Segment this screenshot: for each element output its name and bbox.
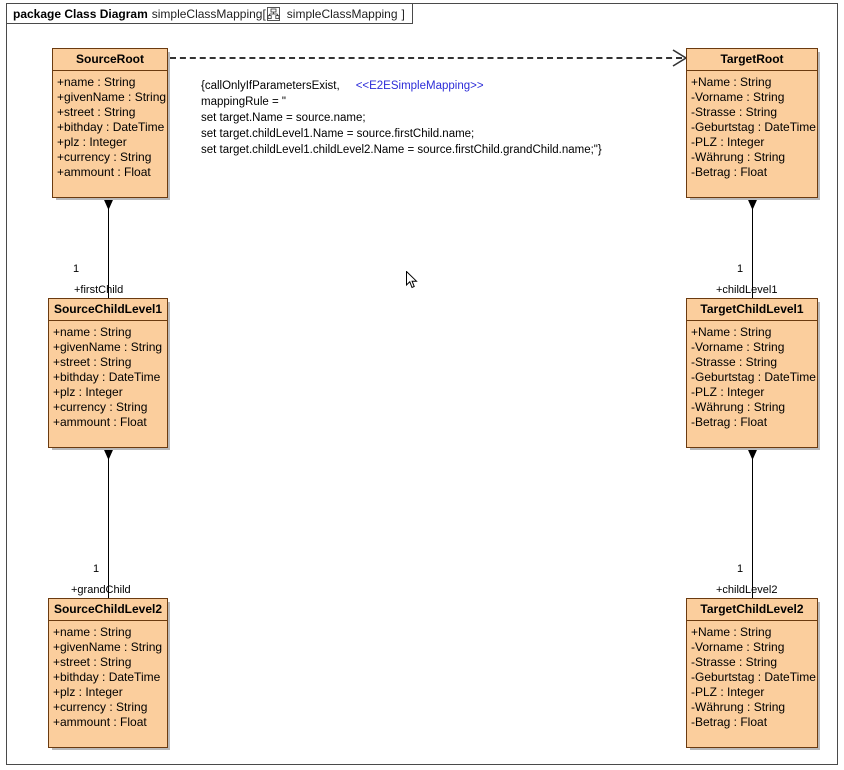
- class-attribute: -Vorname : String: [691, 90, 785, 104]
- note-line-5: set target.childLevel1.childLevel2.Name …: [201, 144, 602, 156]
- assoc-line-source-first-child: [108, 208, 109, 298]
- note-line-1: {callOnlyIfParametersExist, <<E2ESimpleMa…: [201, 78, 602, 94]
- role-label-target-child-level2: +childLevel2: [716, 584, 778, 596]
- class-attribute: +plz : Integer: [53, 385, 123, 399]
- class-attribute: -Strasse : String: [691, 105, 778, 119]
- class-attributes-target-child-level1: +Name : String -Vorname : String -Strass…: [687, 321, 817, 434]
- composition-diamond-target-child-level1: [748, 446, 757, 460]
- class-attributes-source-child-level1: +name : String +givenName : String +stre…: [49, 321, 167, 434]
- class-attributes-target-root: +Name : String -Vorname : String -Strass…: [687, 71, 817, 184]
- class-attribute: +street : String: [53, 655, 132, 669]
- multiplicity-source-grand-child: 1: [93, 563, 100, 575]
- class-box-target-child-level1[interactable]: TargetChildLevel1 +Name : String -Vornam…: [686, 298, 818, 448]
- class-attribute: -PLZ : Integer: [691, 135, 765, 149]
- class-attribute: +ammount : Float: [53, 715, 147, 729]
- role-label-source-first-child: +firstChild: [74, 284, 124, 296]
- package-header-tab: package Class Diagram simpleClassMapping…: [6, 3, 413, 24]
- role-label-source-grand-child: +grandChild: [71, 584, 131, 596]
- composition-diamond-source-root: [104, 196, 113, 210]
- class-attribute: +name : String: [57, 75, 136, 89]
- composition-diamond-source-child-level1: [104, 446, 113, 460]
- class-attribute: -Strasse : String: [691, 655, 778, 669]
- class-attribute: +Name : String: [691, 325, 772, 339]
- class-title-target-child-level1: TargetChildLevel1: [687, 299, 817, 321]
- class-title-source-child-level1: SourceChildLevel1: [49, 299, 167, 321]
- class-attribute: +ammount : Float: [53, 415, 147, 429]
- class-attribute: +givenName : String: [57, 90, 167, 104]
- multiplicity-target-child-level1: 1: [737, 263, 744, 275]
- composition-diamond-target-root: [748, 196, 757, 210]
- multiplicity-target-child-level2: 1: [737, 563, 744, 575]
- class-title-source-root: SourceRoot: [53, 49, 167, 71]
- class-attribute: +bithday : DateTime: [53, 670, 161, 684]
- class-attribute: -Vorname : String: [691, 340, 785, 354]
- class-diagram-icon: [266, 6, 280, 21]
- package-name: simpleClassMapping[: [151, 6, 266, 21]
- class-attribute: +givenName : String: [53, 640, 163, 654]
- class-attribute: -Betrag : Float: [691, 165, 768, 179]
- class-attribute: -PLZ : Integer: [691, 685, 765, 699]
- note-line-3: set target.Name = source.name;: [201, 112, 366, 124]
- class-attribute: -Geburtstag : DateTime: [691, 120, 816, 134]
- class-title-source-child-level2: SourceChildLevel2: [49, 599, 167, 621]
- package-inner-name: simpleClassMapping: [286, 6, 398, 21]
- class-attribute: +street : String: [57, 105, 136, 119]
- assoc-line-source-grand-child: [108, 458, 109, 598]
- assoc-line-target-child-level1: [752, 208, 753, 298]
- class-attribute: -Währung : String: [691, 150, 786, 164]
- class-box-source-child-level1[interactable]: SourceChildLevel1 +name : String +givenN…: [48, 298, 168, 448]
- class-attribute: -Betrag : Float: [691, 715, 768, 729]
- stereotype-label: <<E2ESimpleMapping>>: [355, 80, 484, 92]
- package-keyword: package Class Diagram: [13, 6, 148, 21]
- class-attribute: +name : String: [53, 325, 132, 339]
- class-attribute: +currency : String: [53, 700, 148, 714]
- multiplicity-source-first-child: 1: [73, 263, 80, 275]
- note-constraint-text: {callOnlyIfParametersExist,: [201, 80, 340, 92]
- class-attribute: +Name : String: [691, 625, 772, 639]
- class-attribute: +street : String: [53, 355, 132, 369]
- class-attribute: +currency : String: [53, 400, 148, 414]
- class-title-target-root: TargetRoot: [687, 49, 817, 71]
- class-attributes-source-root: +name : String +givenName : String +stre…: [53, 71, 167, 184]
- class-attributes-source-child-level2: +name : String +givenName : String +stre…: [49, 621, 167, 734]
- class-attribute: -Geburtstag : DateTime: [691, 670, 816, 684]
- class-attribute: +currency : String: [57, 150, 152, 164]
- role-label-target-child-level1: +childLevel1: [716, 284, 778, 296]
- class-attribute: -Währung : String: [691, 400, 786, 414]
- class-attribute: +plz : Integer: [53, 685, 123, 699]
- class-attribute: -PLZ : Integer: [691, 385, 765, 399]
- class-attribute: -Betrag : Float: [691, 415, 768, 429]
- mapping-rule-note: {callOnlyIfParametersExist, <<E2ESimpleMa…: [201, 78, 602, 158]
- class-box-source-root[interactable]: SourceRoot +name : String +givenName : S…: [52, 48, 168, 198]
- class-box-target-child-level2[interactable]: TargetChildLevel2 +Name : String -Vornam…: [686, 598, 818, 748]
- class-box-source-child-level2[interactable]: SourceChildLevel2 +name : String +givenN…: [48, 598, 168, 748]
- class-attribute: +name : String: [53, 625, 132, 639]
- class-attributes-target-child-level2: +Name : String -Vorname : String -Strass…: [687, 621, 817, 734]
- class-box-target-root[interactable]: TargetRoot +Name : String -Vorname : Str…: [686, 48, 818, 198]
- class-attribute: -Geburtstag : DateTime: [691, 370, 816, 384]
- package-bracket-close: ]: [401, 6, 405, 21]
- class-attribute: -Währung : String: [691, 700, 786, 714]
- assoc-line-target-child-level2: [752, 458, 753, 598]
- class-attribute: -Vorname : String: [691, 640, 785, 654]
- class-attribute: +plz : Integer: [57, 135, 127, 149]
- note-line-2: mappingRule = ": [201, 96, 286, 108]
- note-line-4: set target.childLevel1.Name = source.fir…: [201, 128, 475, 140]
- class-attribute: +bithday : DateTime: [53, 370, 161, 384]
- class-attribute: +Name : String: [691, 75, 772, 89]
- dependency-edge: [170, 57, 682, 59]
- class-attribute: +givenName : String: [53, 340, 163, 354]
- class-attribute: -Strasse : String: [691, 355, 778, 369]
- class-title-target-child-level2: TargetChildLevel2: [687, 599, 817, 621]
- class-attribute: +ammount : Float: [57, 165, 151, 179]
- class-attribute: +bithday : DateTime: [57, 120, 165, 134]
